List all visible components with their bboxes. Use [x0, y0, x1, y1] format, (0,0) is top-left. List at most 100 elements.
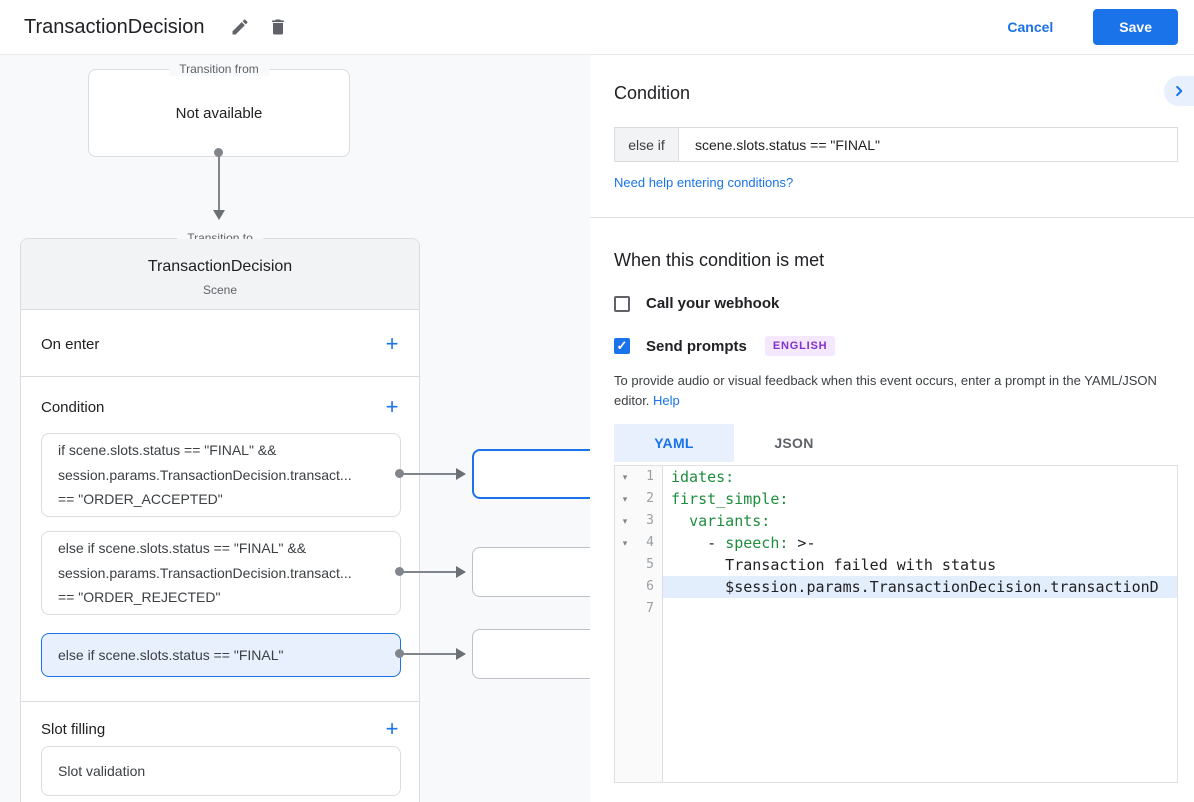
scene-flow-diagram: Transition from Not available Transition…: [0, 55, 590, 802]
condition-node[interactable]: if scene.slots.status == "FINAL" && sess…: [41, 433, 401, 517]
transition-from-legend: Transition from: [169, 62, 269, 76]
condition-text-line: session.params.TransactionDecision.trans…: [58, 564, 352, 581]
delete-scene-button[interactable]: [262, 11, 294, 43]
transition-from-node: Transition from Not available: [88, 62, 350, 157]
send-prompts-label[interactable]: Send prompts: [646, 337, 747, 355]
save-button[interactable]: Save: [1093, 9, 1178, 45]
condition-section: Condition else if Need help entering con…: [590, 55, 1194, 218]
condition-editor-panel: Condition else if Need help entering con…: [590, 55, 1194, 802]
edit-title-button[interactable]: [224, 11, 256, 43]
slot-validation-label: Slot validation: [58, 763, 146, 779]
connector-line: [403, 473, 457, 475]
yaml-code-editor[interactable]: ▾ 1 idates: ▾ 2 first_simple: ▾ 3 varian…: [614, 465, 1178, 783]
line-number: 2: [635, 488, 663, 510]
line-number: 3: [635, 510, 663, 532]
transition-to-card[interactable]: Transition to TransactionDecision Scene …: [20, 231, 420, 802]
fold-icon[interactable]: ▾: [615, 488, 635, 510]
transition-from-value: Not available: [175, 104, 263, 122]
condition-input-row: else if: [614, 127, 1178, 162]
code-line: ▾ 4 - speech: >-: [615, 532, 1177, 554]
language-badge: ENGLISH: [764, 336, 836, 356]
arrow-right-icon: [456, 648, 466, 660]
webhook-label[interactable]: Call your webhook: [646, 295, 780, 312]
line-number: 6: [635, 576, 663, 598]
code-line-highlighted: 6 $session.params.TransactionDecision.tr…: [615, 576, 1177, 598]
tab-json[interactable]: JSON: [734, 424, 854, 462]
code-text: Transaction failed with status: [671, 556, 997, 574]
send-prompts-row: ✓ Send prompts ENGLISH: [614, 336, 1178, 356]
condition-text-line: if scene.slots.status == "FINAL" &&: [58, 442, 277, 458]
connector-dot: [395, 469, 404, 478]
fold-spacer: [615, 576, 635, 598]
code-line: 5 Transaction failed with status: [615, 554, 1177, 576]
condition-text-line: else if scene.slots.status == "FINAL": [58, 646, 284, 663]
tab-yaml[interactable]: YAML: [614, 424, 734, 462]
prompts-description-text: To provide audio or visual feedback when…: [614, 373, 1157, 408]
code-text: [663, 598, 1177, 620]
condition-heading: Condition: [614, 83, 691, 103]
connector-line: [403, 571, 457, 573]
connector-line: [403, 653, 457, 655]
add-condition-button[interactable]: +: [379, 394, 405, 420]
condition-text-line: else if scene.slots.status == "FINAL" &&: [58, 540, 307, 556]
page-title: TransactionDecision: [24, 15, 205, 38]
line-number: 7: [635, 598, 663, 620]
scene-title: TransactionDecision: [147, 258, 293, 275]
transition-target-node[interactable]: [472, 449, 590, 499]
check-icon: ✓: [616, 338, 628, 353]
condition-expression-input[interactable]: [679, 128, 1177, 161]
code-text: variants:: [689, 512, 771, 530]
line-number: 4: [635, 532, 663, 554]
conditions-help-link[interactable]: Need help entering conditions?: [614, 175, 794, 190]
code-line: ▾ 1 idates:: [615, 466, 1177, 488]
cancel-button[interactable]: Cancel: [995, 11, 1065, 43]
condition-node[interactable]: else if scene.slots.status == "FINAL" &&…: [41, 531, 401, 615]
condition-text-line: session.params.TransactionDecision.trans…: [58, 466, 352, 483]
condition-text-line: == "ORDER_REJECTED": [58, 589, 221, 606]
fold-icon[interactable]: ▾: [615, 510, 635, 532]
transition-target-node[interactable]: [472, 629, 590, 679]
pencil-icon: [232, 19, 248, 35]
editor-gutter: [615, 620, 1177, 782]
scene-card-header: TransactionDecision Scene: [21, 239, 419, 310]
connector-dot: [395, 567, 404, 576]
add-on-enter-button[interactable]: +: [379, 331, 405, 357]
line-number: 5: [635, 554, 663, 576]
fold-icon[interactable]: ▾: [615, 532, 635, 554]
gutter-background: [615, 620, 635, 782]
gutter-background: [635, 620, 663, 782]
fold-spacer: [615, 554, 635, 576]
code-line: ▾ 2 first_simple:: [615, 488, 1177, 510]
condition-node-selected[interactable]: else if scene.slots.status == "FINAL": [41, 633, 401, 677]
send-prompts-checkbox[interactable]: ✓: [614, 338, 630, 354]
connector-line: [218, 156, 220, 211]
arrow-down-icon: [213, 210, 225, 220]
add-slot-button[interactable]: +: [379, 716, 405, 742]
prompts-description: To provide audio or visual feedback when…: [614, 371, 1174, 411]
connector-dot: [395, 649, 404, 658]
when-met-heading: When this condition is met: [614, 250, 825, 270]
webhook-row: Call your webhook: [614, 295, 1178, 312]
arrow-right-icon: [456, 566, 466, 578]
collapse-panel-button[interactable]: [1164, 76, 1194, 106]
code-line: 7: [615, 598, 1177, 620]
code-text: first_simple:: [671, 490, 789, 508]
slot-validation-node[interactable]: Slot validation: [41, 746, 401, 796]
condition-prefix: else if: [615, 128, 679, 161]
prompts-help-link[interactable]: Help: [653, 393, 680, 408]
condition-label: Condition: [41, 399, 105, 416]
section-divider: [21, 701, 419, 702]
top-bar: TransactionDecision Cancel Save: [0, 0, 1194, 55]
editor-tabs: YAML JSON: [614, 424, 1178, 462]
transition-target-node[interactable]: [472, 547, 590, 597]
chevron-right-icon: [1176, 85, 1183, 97]
condition-text-line: == "ORDER_ACCEPTED": [58, 491, 223, 508]
trash-icon: [272, 19, 285, 35]
line-number: 1: [635, 466, 663, 488]
webhook-checkbox[interactable]: [614, 295, 630, 312]
fold-icon[interactable]: ▾: [615, 466, 635, 488]
fold-spacer: [615, 598, 635, 620]
code-text: $session.params.TransactionDecision.tran…: [663, 576, 1177, 598]
code-line: ▾ 3 variants:: [615, 510, 1177, 532]
code-empty-area[interactable]: [663, 620, 1177, 782]
